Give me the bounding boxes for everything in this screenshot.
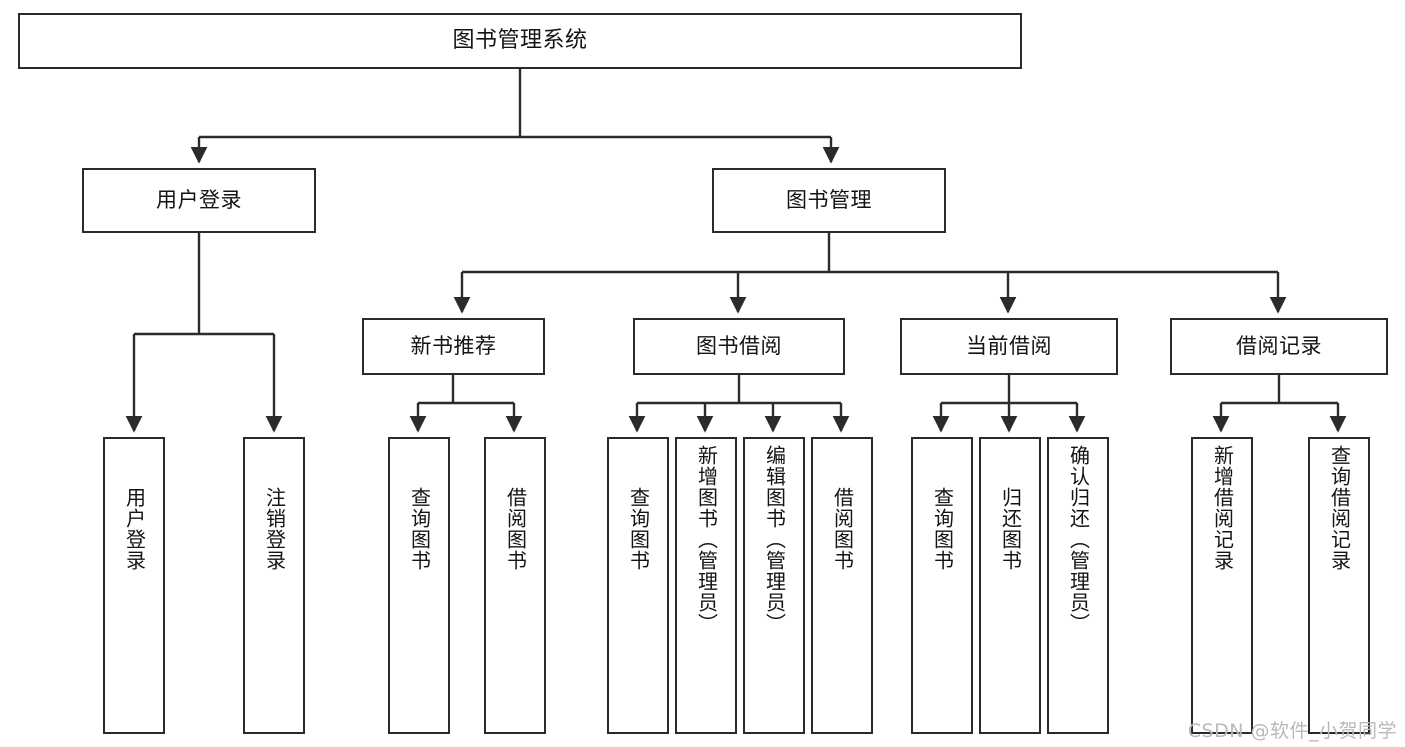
node-leaf-query-book-1[interactable]: 查询图书: [388, 437, 450, 734]
node-borrow-record[interactable]: 借阅记录: [1170, 318, 1388, 375]
node-leaf-add-book-label: 新增图书（管理员）: [694, 445, 719, 634]
node-leaf-query-record[interactable]: 查询借阅记录: [1308, 437, 1370, 734]
watermark-text: CSDN @软件_小贺同学: [1187, 720, 1397, 742]
node-leaf-query-book-3-label: 查询图书: [930, 487, 955, 571]
node-leaf-query-book-1-label: 查询图书: [407, 487, 432, 571]
node-leaf-query-book-2-label: 查询图书: [626, 487, 651, 571]
node-leaf-query-record-label: 查询借阅记录: [1327, 445, 1352, 571]
node-book-borrow[interactable]: 图书借阅: [633, 318, 845, 375]
node-current-borrow-label: 当前借阅: [966, 334, 1052, 359]
node-leaf-query-book-2[interactable]: 查询图书: [607, 437, 669, 734]
node-leaf-borrow-book-2[interactable]: 借阅图书: [811, 437, 873, 734]
node-user-login[interactable]: 用户登录: [82, 168, 316, 233]
node-new-book-recommend[interactable]: 新书推荐: [362, 318, 545, 375]
node-leaf-confirm-return-label: 确认归还（管理员）: [1066, 445, 1091, 634]
node-leaf-logout-login[interactable]: 注销登录: [243, 437, 305, 734]
node-book-borrow-label: 图书借阅: [696, 334, 782, 359]
node-leaf-edit-book-label: 编辑图书（管理员）: [762, 445, 787, 634]
node-leaf-add-record[interactable]: 新增借阅记录: [1191, 437, 1253, 734]
node-new-book-recommend-label: 新书推荐: [410, 334, 497, 359]
node-leaf-edit-book[interactable]: 编辑图书（管理员）: [743, 437, 805, 734]
node-leaf-add-book[interactable]: 新增图书（管理员）: [675, 437, 737, 734]
node-leaf-query-book-3[interactable]: 查询图书: [911, 437, 973, 734]
node-leaf-add-record-label: 新增借阅记录: [1210, 445, 1235, 571]
node-leaf-confirm-return[interactable]: 确认归还（管理员）: [1047, 437, 1109, 734]
node-borrow-record-label: 借阅记录: [1236, 334, 1322, 359]
node-leaf-user-login[interactable]: 用户登录: [103, 437, 165, 734]
node-leaf-user-login-label: 用户登录: [122, 487, 147, 571]
node-leaf-borrow-book-2-label: 借阅图书: [830, 487, 855, 571]
node-leaf-logout-login-label: 注销登录: [262, 487, 287, 571]
node-root-label: 图书管理系统: [452, 28, 588, 54]
node-user-login-label: 用户登录: [156, 188, 242, 213]
node-root[interactable]: 图书管理系统: [18, 13, 1022, 69]
node-leaf-return-book[interactable]: 归还图书: [979, 437, 1041, 734]
node-leaf-borrow-book-1-label: 借阅图书: [503, 487, 528, 571]
node-current-borrow[interactable]: 当前借阅: [900, 318, 1118, 375]
node-leaf-borrow-book-1[interactable]: 借阅图书: [484, 437, 546, 734]
node-leaf-return-book-label: 归还图书: [998, 487, 1023, 571]
node-book-manage-label: 图书管理: [786, 188, 872, 213]
node-book-manage[interactable]: 图书管理: [712, 168, 946, 233]
